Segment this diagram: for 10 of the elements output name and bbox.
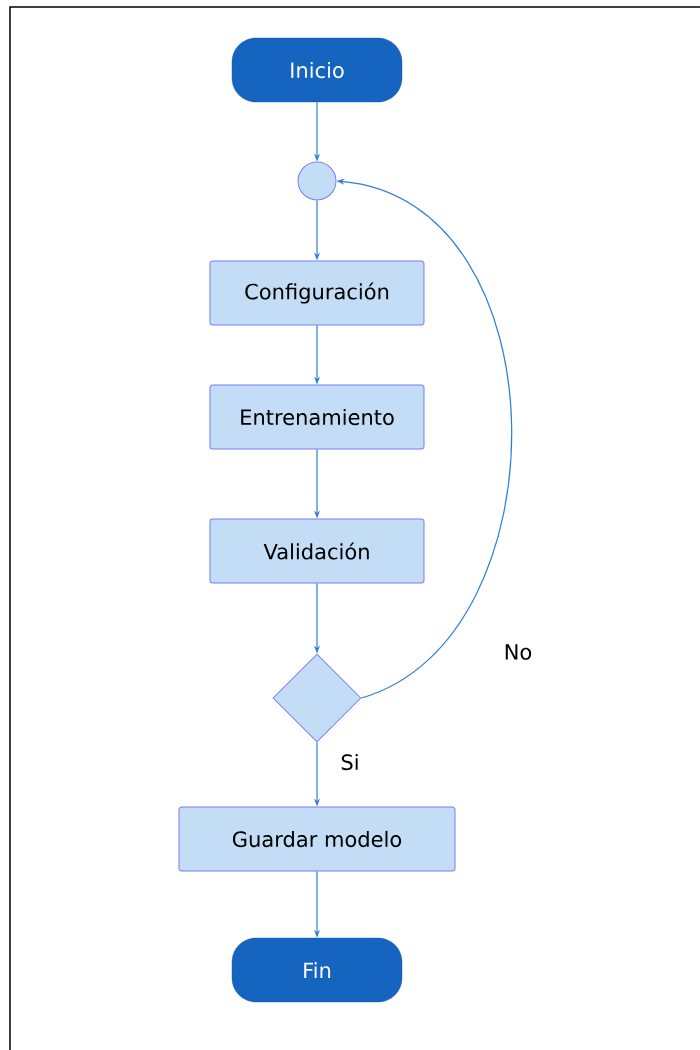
process-box: Guardar modelo <box>178 806 456 872</box>
edge-label: No <box>502 643 534 661</box>
process-box: Entrenamiento <box>209 384 425 450</box>
terminal-box: Fin <box>231 937 403 1003</box>
terminal-box: Inicio <box>231 37 403 103</box>
decision-diamond <box>272 653 362 743</box>
connector-circle <box>297 161 337 201</box>
process-box: Validación <box>209 518 425 584</box>
edge-label: Si <box>339 752 361 772</box>
process-box: Configuración <box>209 260 425 326</box>
